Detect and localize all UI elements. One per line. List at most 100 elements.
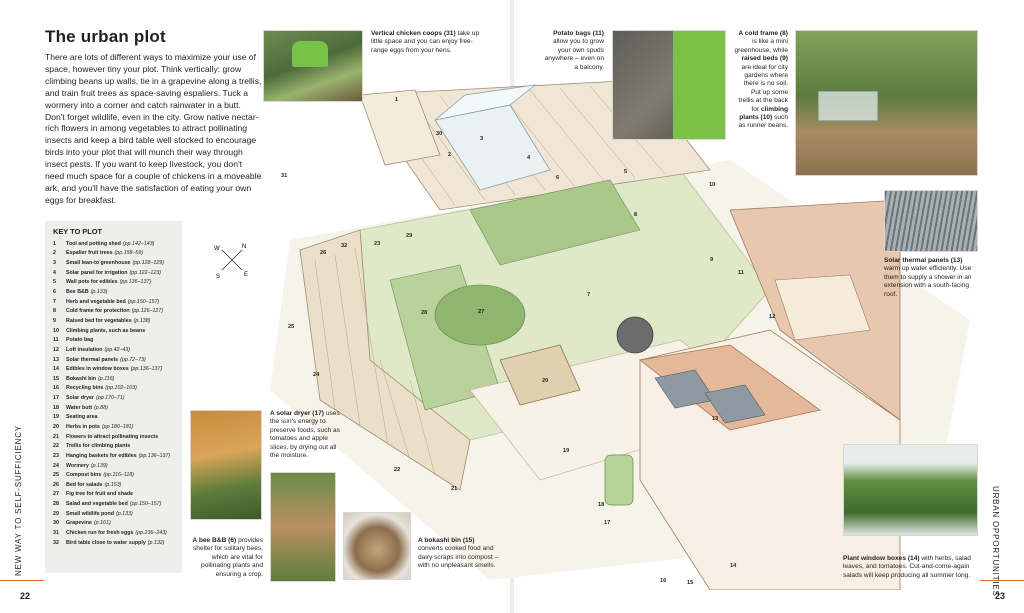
key-title: KEY TO PLOT	[53, 227, 103, 236]
illustration-callout-11: 11	[738, 270, 744, 276]
extension-roof	[639, 344, 821, 431]
cold-frame-shape	[818, 91, 878, 121]
key-item-number: 27	[53, 491, 59, 498]
key-item-number: 28	[53, 501, 59, 508]
key-item-number: 22	[53, 443, 59, 450]
key-item-number: 1	[53, 240, 56, 247]
key-item-ref: (p.138)	[133, 317, 151, 324]
window-box-photo	[843, 444, 978, 536]
key-item-ref: (p.133)	[115, 510, 133, 517]
key-item-ref: (pp.126–127)	[131, 308, 164, 315]
key-item-label: Solar thermal panels	[66, 356, 119, 363]
key-item-number: 14	[53, 366, 59, 373]
key-item-ref: (p.139)	[90, 462, 108, 469]
right-page-number: 23	[995, 591, 1006, 601]
key-item-label: Hanging baskets for edibles	[66, 452, 137, 459]
key-item-number: 7	[53, 298, 56, 305]
key-item-ref: (pp.180–181)	[101, 423, 134, 430]
key-item-ref: (pp.102–103)	[105, 385, 137, 392]
left-section-label: NEW WAY TO SELF-SUFFICIENCY	[14, 425, 23, 576]
key-item-number: 4	[53, 269, 56, 276]
illustration-callout-28: 28	[421, 310, 428, 316]
key-item-number: 24	[53, 462, 59, 469]
illustration-callout-22: 22	[394, 467, 401, 473]
key-item-number: 32	[53, 539, 59, 546]
illustration-callout-4: 4	[527, 155, 531, 161]
key-item-ref: (p.153)	[104, 481, 122, 488]
key-item-number: 6	[53, 289, 56, 296]
key-item-number: 30	[53, 520, 59, 527]
key-item-ref: (p.133)	[90, 289, 108, 296]
key-item-number: 17	[53, 395, 59, 402]
solar-dryer-photo	[190, 410, 262, 520]
key-item: 32 Bird table close to water supply(p.132…	[53, 538, 176, 548]
illustration-callout-27: 27	[478, 309, 485, 315]
key-item-number: 31	[53, 530, 59, 537]
illustration-callout-23: 23	[374, 241, 381, 247]
illustration-callout-25: 25	[288, 324, 295, 330]
illustration-callout-31: 31	[281, 173, 288, 179]
key-item-ref: (p.132)	[147, 539, 165, 546]
bokashi-photo	[343, 512, 411, 580]
illustration-callout-6: 6	[556, 175, 560, 181]
key-item-label: Raised bed for vegetables	[66, 317, 132, 324]
key-item-label: Wall pots for edibles	[66, 279, 118, 286]
bee-bb-caption: A bee B&B (6) provides shelter for solit…	[192, 537, 264, 578]
key-item-label: Loft insulation	[66, 346, 103, 353]
key-item-label: Bird table close to water supply	[66, 539, 146, 546]
bokashi-caption: A bokashi bin (15) converts cooked food …	[418, 537, 499, 570]
illustration-callout-21: 21	[451, 486, 458, 492]
left-footer-rule	[0, 580, 44, 581]
compass-rose: N S E W	[214, 244, 248, 280]
key-item-number: 26	[53, 481, 59, 488]
key-item-label: Seating area	[66, 414, 98, 421]
potato-bag-caption: Potato bags (11) allow you to grow your …	[544, 30, 604, 71]
key-item-number: 23	[53, 452, 59, 459]
key-item-label: Salad and vegetable bed	[66, 501, 128, 508]
bee-bb-photo	[270, 472, 336, 582]
key-item-label: Recycling bins	[66, 385, 104, 392]
key-item-label: Solar dryer	[66, 395, 94, 402]
intro-paragraph: There are lots of different ways to maxi…	[45, 52, 262, 205]
fig-tree	[434, 284, 526, 346]
illustration-callout-1: 1	[395, 97, 399, 103]
key-item-number: 10	[53, 327, 59, 334]
solar-dryer-caption: A solar dryer (17) uses the sun's energy…	[270, 410, 341, 460]
compass-e: E	[244, 272, 248, 278]
key-item-ref: (pp.116–118)	[103, 472, 135, 479]
key-item-number: 11	[53, 337, 59, 344]
key-item-label: Trellis for climbing plants	[66, 443, 131, 450]
illustration-callout-16: 16	[660, 578, 667, 584]
potting-shed	[359, 89, 441, 166]
illustration-callout-12: 12	[769, 314, 776, 320]
potato-bag-shape	[673, 31, 725, 139]
illustration-callout-19: 19	[563, 448, 570, 454]
illustration-callout-20: 20	[542, 378, 549, 384]
key-item-label: Edibles in window boxes	[66, 366, 129, 373]
key-item-number: 2	[53, 250, 56, 257]
cold-frame-caption: A cold frame (8) is like a mini greenhou…	[734, 30, 788, 130]
key-item-ref: (p.161)	[93, 520, 111, 527]
window-box-caption: Plant window boxes (14) with herbs, sala…	[843, 555, 971, 579]
solar-thermal-caption: Solar thermal panels (13) warm up water …	[884, 257, 972, 298]
